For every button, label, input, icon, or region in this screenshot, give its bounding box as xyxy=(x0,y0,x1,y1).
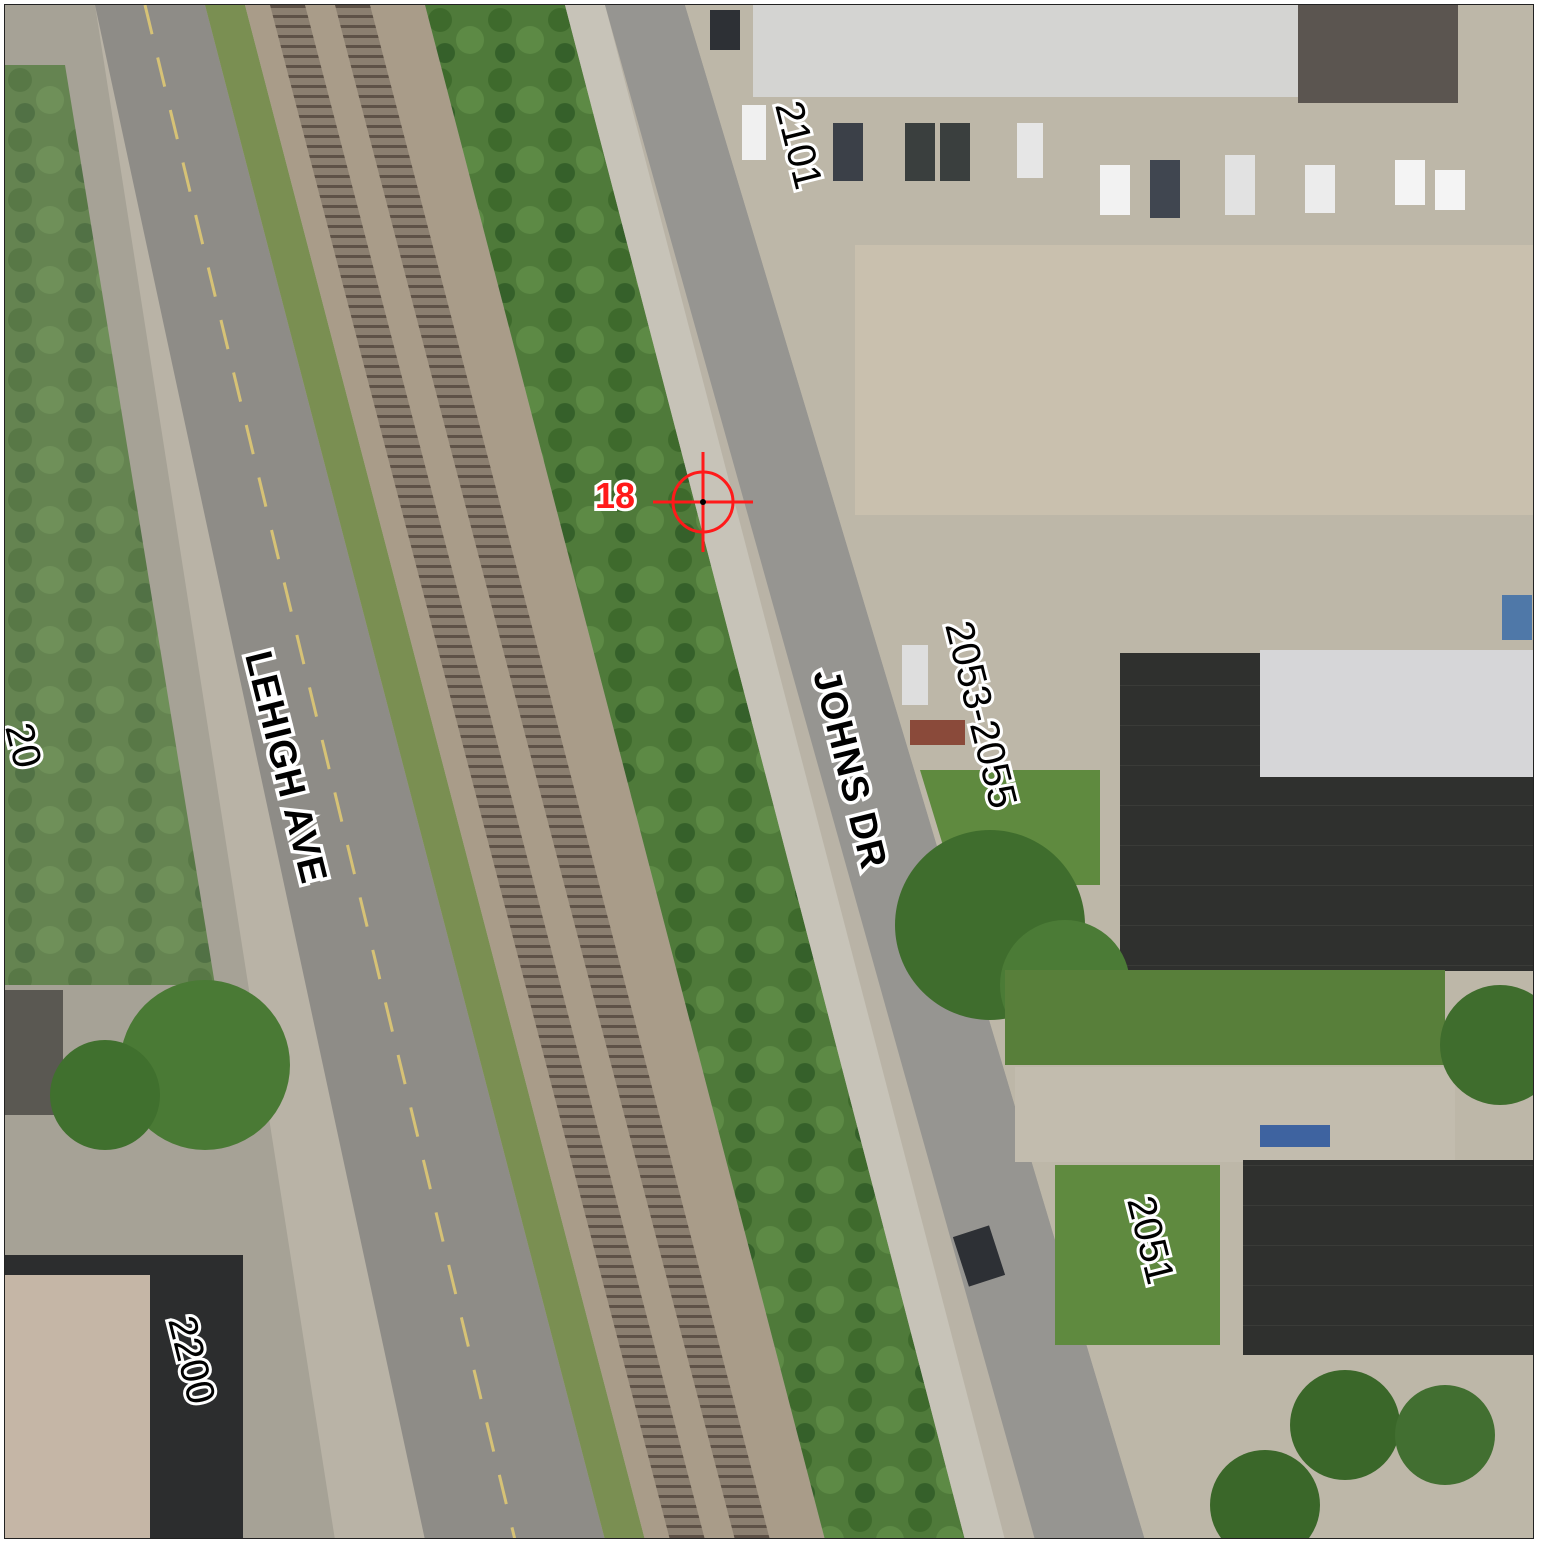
vehicle xyxy=(1225,155,1255,215)
vehicle xyxy=(742,105,766,160)
left-vegetation xyxy=(5,65,215,985)
railroad-tracks-east[interactable] xyxy=(335,5,770,1539)
vehicle xyxy=(940,123,970,181)
crosshair-center-icon xyxy=(700,499,706,505)
vehicle xyxy=(1150,160,1180,218)
lehigh-ave-road xyxy=(95,5,605,1538)
south-parking xyxy=(1015,1067,1455,1162)
vehicle xyxy=(1305,165,1335,213)
tree xyxy=(1290,1370,1400,1480)
building-2051-roof xyxy=(1243,1160,1533,1355)
tree-strip xyxy=(425,5,965,1538)
survey-marker-18[interactable]: 18 xyxy=(592,452,753,552)
tree xyxy=(1210,1450,1320,1538)
vehicle xyxy=(1100,165,1130,215)
vehicle xyxy=(1395,160,1425,205)
vehicle xyxy=(1017,123,1043,178)
building-2053-2055-light-roof xyxy=(1260,650,1533,777)
building-2200-roof xyxy=(5,1275,150,1538)
railroad-tracks-west[interactable] xyxy=(270,5,705,1539)
vehicle xyxy=(1260,1125,1330,1147)
johns-dr-road xyxy=(605,5,1145,1538)
vehicle xyxy=(833,123,863,181)
marker-label: 18 xyxy=(595,475,635,516)
tree xyxy=(1395,1385,1495,1485)
median-grass xyxy=(205,5,645,1538)
building-2101-light-roof xyxy=(753,5,1298,97)
vehicle xyxy=(910,720,965,745)
sidewalk xyxy=(565,5,1005,1538)
aerial-map[interactable]: LEHIGH AVE JOHNS DR 2101 2053-2055 2051 … xyxy=(4,4,1534,1539)
vehicle xyxy=(710,10,740,50)
vehicle xyxy=(1435,170,1465,210)
building-2051-lawn xyxy=(1055,1165,1220,1345)
tree xyxy=(50,1040,160,1150)
east-gravel-lot xyxy=(855,245,1533,515)
vehicle xyxy=(905,123,935,181)
building-2101-dark-roof xyxy=(1298,5,1458,103)
lehigh-ave-centerline xyxy=(143,5,517,1538)
vehicle xyxy=(1502,595,1532,640)
tree xyxy=(120,980,290,1150)
vehicle xyxy=(902,645,928,705)
south-lawn xyxy=(1005,970,1445,1065)
tree xyxy=(1440,985,1533,1105)
vehicle xyxy=(952,1225,1006,1287)
map-canvas[interactable]: LEHIGH AVE JOHNS DR 2101 2053-2055 2051 … xyxy=(5,5,1534,1539)
